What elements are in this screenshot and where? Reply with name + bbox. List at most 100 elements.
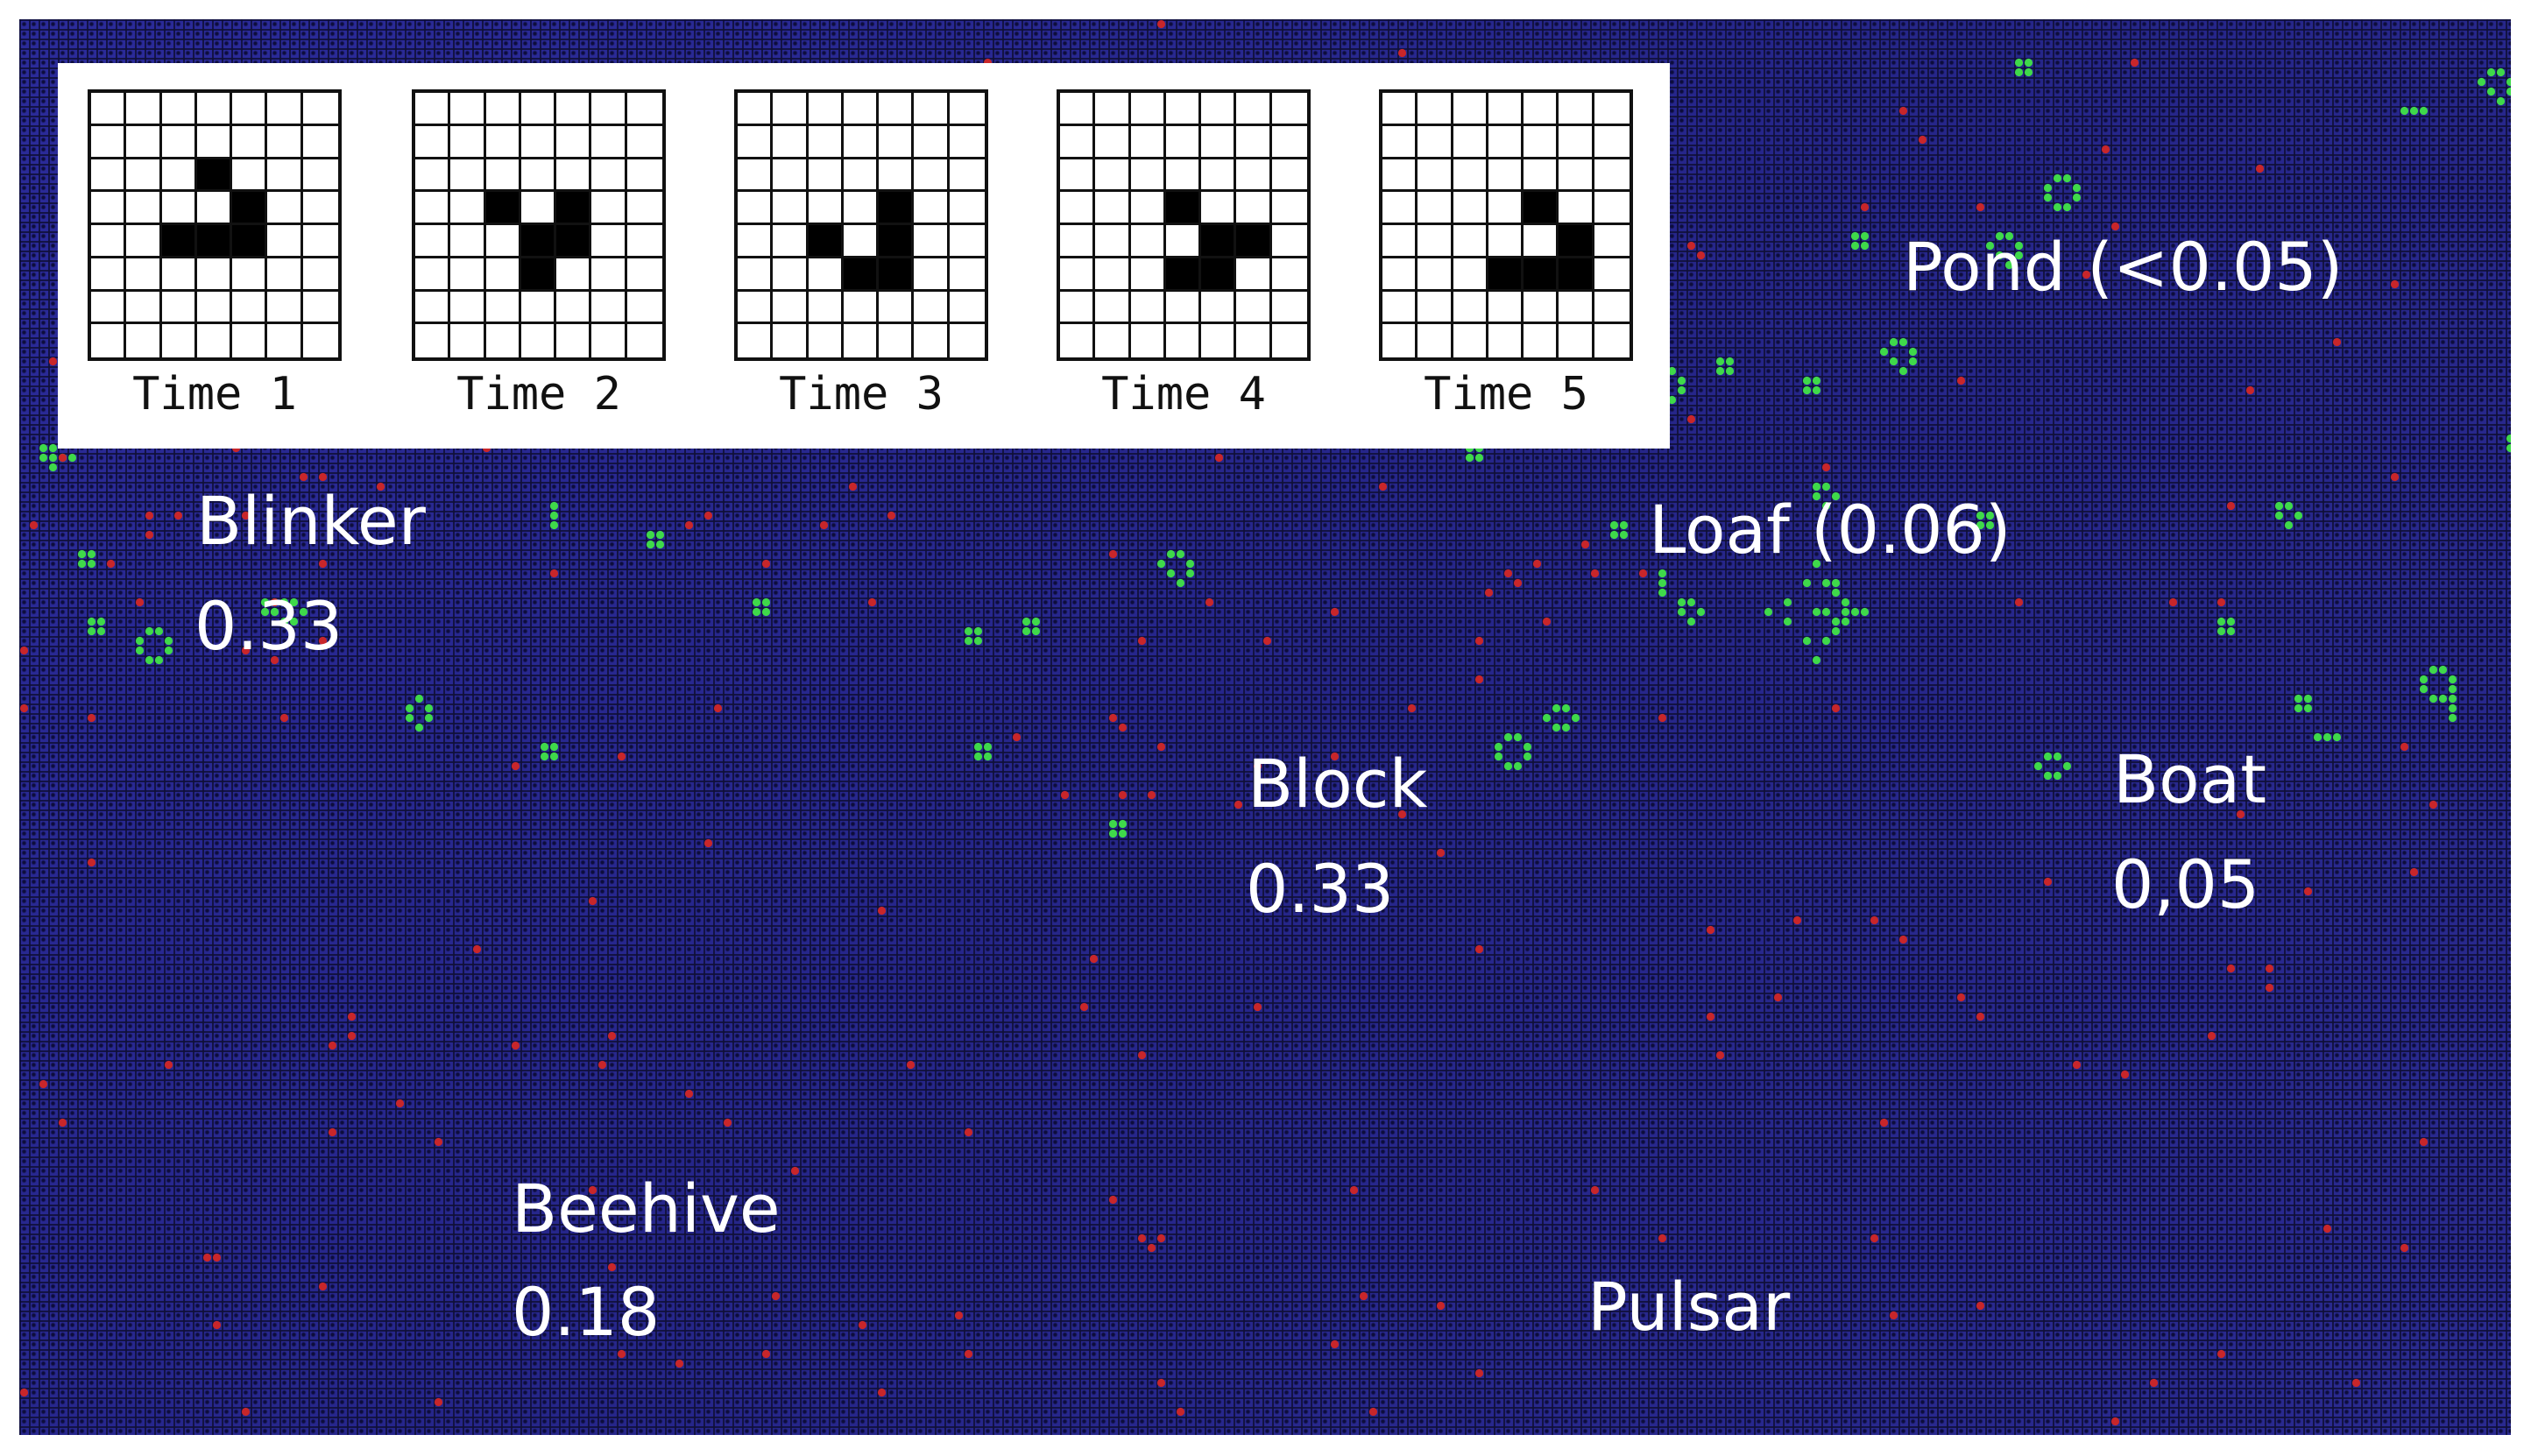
- boat-cell: [1821, 501, 1831, 511]
- block-cell: [973, 626, 983, 636]
- block-cell: [646, 540, 655, 549]
- blinker-cell: [2448, 694, 2457, 703]
- pond-cell: [2448, 684, 2457, 694]
- beehive-cell: [2033, 761, 2043, 771]
- grid-cell: [914, 93, 950, 126]
- grid-cell: [556, 324, 592, 357]
- block-cell: [2303, 694, 2313, 703]
- grid-cell: [808, 291, 844, 325]
- beehive-cell: [279, 617, 289, 626]
- grid-cell-live: [1201, 258, 1237, 292]
- loaf-cell: [1677, 376, 1686, 385]
- grid-cell: [1131, 324, 1166, 357]
- grid-cell: [808, 159, 844, 193]
- dying-cell: [2072, 1060, 2082, 1070]
- blinker-cell: [1658, 569, 1667, 578]
- blinker-cell: [2332, 732, 2342, 742]
- dying-cell: [2216, 597, 2226, 607]
- block-cell: [260, 597, 270, 607]
- pulsar-cell: [1831, 626, 1841, 636]
- grid-cell: [486, 324, 521, 357]
- dying-cell: [819, 520, 829, 530]
- dying-cell: [1532, 559, 1542, 569]
- boat-cell: [48, 463, 58, 472]
- grid-cell: [1271, 225, 1307, 258]
- block-cell: [1850, 231, 1860, 241]
- dying-cell: [1638, 569, 1648, 578]
- dying-cell: [877, 906, 887, 915]
- boat-cell: [2284, 501, 2294, 511]
- boat-cell: [1686, 617, 1696, 626]
- dying-cell: [511, 761, 520, 771]
- dying-cell: [1156, 742, 1166, 752]
- grid-cell: [738, 192, 774, 225]
- dying-cell: [328, 1127, 337, 1137]
- glider-panel: Time 1: [88, 89, 342, 422]
- grid-cell: [1201, 159, 1237, 193]
- grid-cell: [626, 159, 662, 193]
- grid-cell: [302, 225, 338, 258]
- block-cell: [973, 752, 983, 761]
- grid-cell-live: [232, 192, 268, 225]
- dying-cell: [1407, 703, 1417, 713]
- boat-cell: [1812, 491, 1821, 501]
- grid-cell: [1236, 192, 1272, 225]
- dying-cell: [1108, 713, 1118, 723]
- grid-cell: [1271, 126, 1307, 159]
- grid-cell: [232, 258, 268, 292]
- grid-cell: [1594, 225, 1630, 258]
- grid-cell: [843, 125, 880, 159]
- pond-cell: [1523, 742, 1532, 752]
- grid-cell: [415, 125, 451, 159]
- dying-cell: [858, 1320, 867, 1330]
- grid-cell: [232, 324, 268, 357]
- dying-cell: [2255, 164, 2265, 173]
- dying-cell: [318, 636, 328, 646]
- grid-cell: [1559, 192, 1594, 225]
- dying-cell: [703, 511, 713, 520]
- grid-cell: [126, 93, 162, 126]
- grid-cell: [520, 93, 557, 126]
- dying-cell: [1349, 1185, 1359, 1195]
- dying-cell: [1330, 1339, 1340, 1349]
- grid-cell: [950, 324, 985, 357]
- grid-cell: [1165, 159, 1202, 193]
- dying-cell: [1214, 453, 1224, 463]
- grid-cell: [485, 125, 521, 159]
- grid-cell: [1060, 159, 1096, 193]
- pond-cell: [135, 646, 145, 655]
- grid-cell: [914, 125, 950, 159]
- dying-cell: [1590, 569, 1600, 578]
- dying-cell: [1484, 588, 1494, 597]
- blinker-cell: [2313, 732, 2322, 742]
- block-cell: [1022, 617, 1031, 626]
- dying-cell: [1773, 993, 1783, 1002]
- beehive-cell: [299, 607, 308, 617]
- block-cell: [655, 530, 665, 540]
- grid-cell: [161, 192, 197, 225]
- beehive-cell: [405, 713, 414, 723]
- block-cell: [1619, 530, 1629, 540]
- grid-cell: [1488, 93, 1524, 126]
- block-cell: [1985, 511, 1995, 520]
- grid-cell: [556, 125, 592, 159]
- block-cell: [1031, 617, 1041, 626]
- block-cell: [1715, 357, 1725, 366]
- grid-cell: [267, 225, 303, 258]
- block-cell: [1474, 453, 1484, 463]
- dying-cell: [241, 1407, 251, 1417]
- dying-cell: [906, 1060, 916, 1070]
- block-cell: [1108, 819, 1118, 829]
- dying-cell: [1956, 376, 1966, 385]
- pond-cell: [2428, 665, 2438, 675]
- block-cell: [2014, 67, 2024, 77]
- pond-cell: [2428, 694, 2438, 703]
- dying-cell: [39, 1079, 48, 1089]
- grid-cell: [232, 93, 268, 126]
- dying-cell: [1658, 1233, 1667, 1243]
- block-cell: [1465, 453, 1474, 463]
- grid-cell: [1418, 225, 1453, 258]
- grid-cell: [520, 192, 557, 225]
- dying-cell: [212, 1320, 222, 1330]
- grid-cell: [773, 291, 809, 325]
